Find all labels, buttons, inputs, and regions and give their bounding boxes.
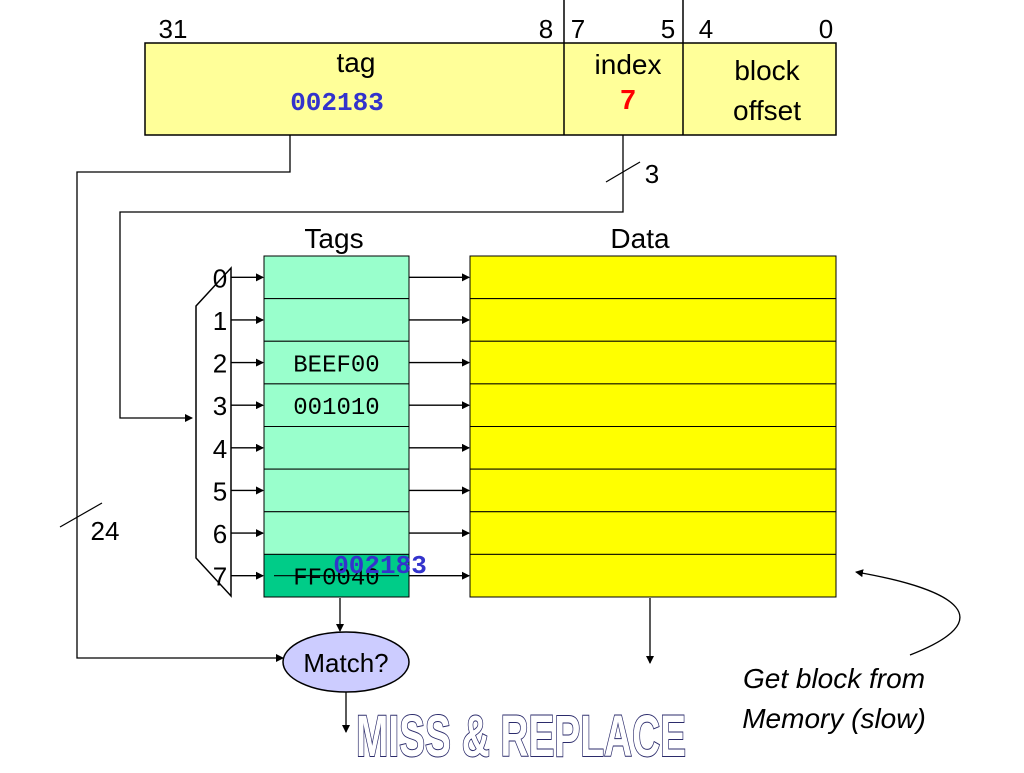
tag-cell-value: 001010 bbox=[293, 395, 379, 422]
tag-cell bbox=[263, 383, 410, 427]
bit-0-label: 0 bbox=[819, 14, 833, 44]
tag-wire-width: 24 bbox=[91, 516, 120, 546]
tag-cell bbox=[263, 468, 410, 513]
new-tag-overlay: 002183 bbox=[333, 551, 427, 581]
result-title: MISS & REPLACE bbox=[356, 704, 686, 768]
index-field-value: 7 bbox=[620, 84, 636, 115]
row-index-label: 4 bbox=[213, 434, 227, 464]
tag-cell-value: BEEF00 bbox=[293, 353, 379, 380]
row-index-label: 2 bbox=[213, 349, 227, 379]
index-wire bbox=[119, 135, 624, 422]
data-cell bbox=[469, 468, 837, 513]
tag-cell bbox=[263, 426, 410, 470]
match-label: Match? bbox=[303, 648, 388, 678]
row-index-label: 3 bbox=[213, 391, 227, 421]
row-index-label: 6 bbox=[213, 519, 227, 549]
address-register bbox=[144, 42, 837, 136]
data-cell bbox=[469, 340, 837, 385]
cache-rows: 0 1 2 BEEF00 3 001010 4 5 6 7 FF0040 bbox=[213, 255, 837, 598]
row-index-label: 0 bbox=[213, 263, 227, 293]
memory-note-line-1: Get block from bbox=[743, 663, 925, 694]
tags-header: Tags bbox=[304, 223, 363, 254]
tag-field-label: tag bbox=[337, 47, 376, 78]
memory-fetch-arrow bbox=[855, 569, 961, 656]
offset-field-label-2: offset bbox=[733, 95, 801, 126]
tag-wire-width-slash bbox=[59, 502, 103, 528]
row-index-label: 5 bbox=[213, 476, 227, 506]
tag-cell bbox=[263, 511, 410, 555]
row-index-label: 1 bbox=[213, 306, 227, 336]
data-header: Data bbox=[610, 223, 670, 254]
bit-31-label: 31 bbox=[159, 14, 188, 44]
bit-7-label: 7 bbox=[571, 14, 585, 44]
data-cell bbox=[469, 426, 837, 470]
bit-5-label: 5 bbox=[661, 14, 675, 44]
tag-cell bbox=[263, 298, 410, 342]
row-index-label: 7 bbox=[213, 562, 227, 592]
data-cell bbox=[469, 255, 837, 300]
index-wire-width: 3 bbox=[645, 159, 659, 189]
tag-field-value: 002183 bbox=[290, 88, 384, 118]
data-cell bbox=[469, 553, 837, 598]
tag-cell bbox=[263, 340, 410, 385]
index-decoder bbox=[195, 266, 232, 598]
index-field-label: index bbox=[595, 49, 662, 80]
tag-wire bbox=[76, 135, 291, 662]
memory-note-line-2: Memory (slow) bbox=[742, 703, 926, 734]
tag-cell-value: FF0040 bbox=[293, 566, 379, 593]
offset-field-label-1: block bbox=[734, 55, 800, 86]
data-cell bbox=[469, 511, 837, 555]
data-cell bbox=[469, 383, 837, 427]
bit-4-label: 4 bbox=[699, 14, 713, 44]
index-wire-width-slash bbox=[605, 161, 641, 183]
tag-cell bbox=[263, 255, 410, 300]
bit-8-label: 8 bbox=[539, 14, 553, 44]
data-cell bbox=[469, 298, 837, 342]
